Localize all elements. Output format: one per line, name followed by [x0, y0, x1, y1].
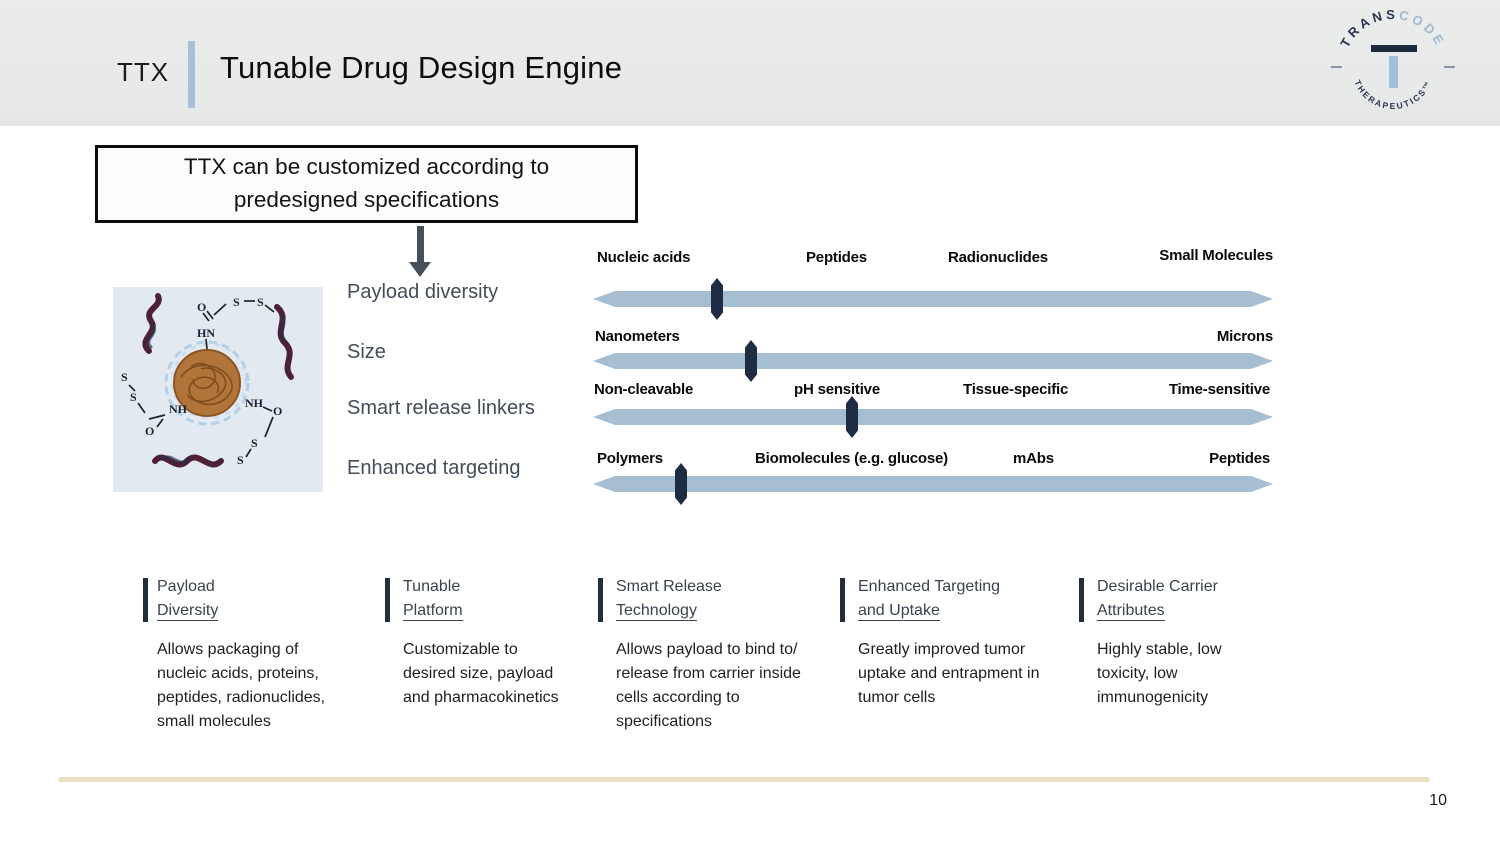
- logo-name-trans: TRANS: [1337, 7, 1398, 50]
- column-heading-line2: Technology: [616, 602, 697, 621]
- atom-label: O: [145, 424, 154, 438]
- column-body: Customizable to desired size, payload an…: [403, 641, 559, 706]
- atom-label: S: [233, 295, 240, 309]
- column-heading-line2: Platform: [403, 602, 463, 621]
- slider-track-payload: [593, 291, 1273, 307]
- slider-handle-targeting[interactable]: [675, 463, 687, 505]
- slider-label: Non-cleavable: [594, 381, 694, 398]
- atom-label: HN: [197, 326, 215, 340]
- slider-label: Peptides: [806, 249, 867, 266]
- column-body: Allows packaging of nucleic acids, prote…: [157, 641, 326, 730]
- column-body: Allows payload to bind to/ release from …: [616, 641, 801, 730]
- slider-track-size: [593, 353, 1273, 369]
- rna-ribbon-shading: [147, 313, 287, 464]
- column-body: Highly stable, low toxicity, low immunog…: [1097, 641, 1222, 706]
- atom-label: S: [251, 436, 258, 450]
- column-accent-bar: [1079, 578, 1084, 622]
- logo-arc-name: TRANSCODE: [1337, 7, 1448, 50]
- column-heading-line1: Payload: [157, 578, 215, 595]
- product-label: TTX: [117, 57, 170, 87]
- column-heading-line2: Diversity: [157, 602, 219, 621]
- slider-label: Microns: [1216, 328, 1273, 345]
- atom-label: S: [130, 390, 137, 404]
- header-divider: [188, 41, 195, 108]
- column-heading-smart-release: Smart Release Technology: [616, 575, 722, 623]
- slider-label: Small Molecules: [1159, 247, 1273, 264]
- slider-label: Nucleic acids: [597, 249, 691, 266]
- atom-label: NH: [245, 396, 264, 410]
- callout-box: TTX can be customized according to prede…: [95, 145, 638, 223]
- column-heading-line1: Tunable: [403, 578, 461, 595]
- atom-label: O: [197, 300, 206, 314]
- atom-label: S: [257, 295, 264, 309]
- attr-label-enhanced-targeting: Enhanced targeting: [347, 457, 521, 479]
- polymer-halo: [164, 340, 250, 426]
- slider-track-targeting: [593, 476, 1273, 492]
- attr-label-smart-release-linkers: Smart release linkers: [347, 397, 535, 419]
- column-heading-payload-diversity: Payload Diversity: [157, 575, 219, 623]
- column-accent-bar: [840, 578, 845, 622]
- atom-label: O: [273, 404, 282, 418]
- polymer-halo-inner: [170, 342, 248, 420]
- slider-label: Polymers: [597, 450, 663, 467]
- column-heading-tunable-platform: Tunable Platform: [403, 575, 463, 623]
- bottom-rule: [58, 777, 1430, 782]
- page-number: 10: [1429, 792, 1447, 809]
- slider-handle-linkers[interactable]: [846, 396, 858, 438]
- down-arrow-stem: [417, 226, 424, 263]
- attr-label-payload-diversity: Payload diversity: [347, 281, 499, 303]
- atom-label: NH: [169, 402, 188, 416]
- slider-label: pH sensitive: [794, 381, 880, 398]
- down-arrow-icon: [409, 262, 431, 277]
- logo-t-bar: [1371, 45, 1417, 52]
- slider-handle-payload[interactable]: [711, 278, 723, 320]
- column-accent-bar: [598, 578, 603, 622]
- slider-label: Tissue-specific: [963, 381, 1069, 398]
- nanoparticle-texture: [180, 362, 233, 406]
- slider-label: Biomolecules (e.g. glucose): [755, 450, 948, 467]
- logo-t-stem: [1389, 56, 1398, 88]
- column-heading-line1: Enhanced Targeting: [858, 578, 1001, 595]
- slider-track-linkers: [593, 409, 1273, 425]
- slider-label: Nanometers: [595, 328, 680, 345]
- column-heading-line1: Smart Release: [616, 578, 722, 595]
- column-heading-line1: Desirable Carrier: [1097, 578, 1218, 595]
- slider-label: mAbs: [1013, 450, 1054, 467]
- slider-label: Time-sensitive: [1168, 381, 1270, 398]
- atom-label: S: [121, 370, 128, 384]
- column-heading-desirable-carrier: Desirable Carrier Attributes: [1097, 575, 1218, 623]
- column-body: Greatly improved tumor uptake and entrap…: [858, 641, 1040, 706]
- atom-labels: O S S HN S S NH O NH O S S: [121, 295, 282, 467]
- atom-label: S: [237, 453, 244, 467]
- slider-label: Peptides: [1209, 450, 1270, 467]
- transcode-logo: TRANSCODE THERAPEUTICS™: [1331, 7, 1455, 111]
- attr-label-size: Size: [347, 341, 386, 363]
- slider-label: Radionuclides: [948, 249, 1048, 266]
- column-heading-line2: and Uptake: [858, 602, 940, 621]
- chemical-bonds: [128, 300, 275, 458]
- header-band: [0, 0, 1500, 126]
- nanoparticle-diagram: O S S HN S S NH O NH O S S: [113, 287, 323, 492]
- column-accent-bar: [385, 578, 390, 622]
- logo-name-code: CODE: [1398, 7, 1449, 50]
- slider-handle-size[interactable]: [745, 340, 757, 382]
- page-title: Tunable Drug Design Engine: [220, 50, 623, 85]
- column-accent-bar: [143, 578, 148, 622]
- column-heading-line2: Attributes: [1097, 602, 1165, 621]
- column-heading-enhanced-targeting: Enhanced Targeting and Uptake: [858, 575, 1000, 623]
